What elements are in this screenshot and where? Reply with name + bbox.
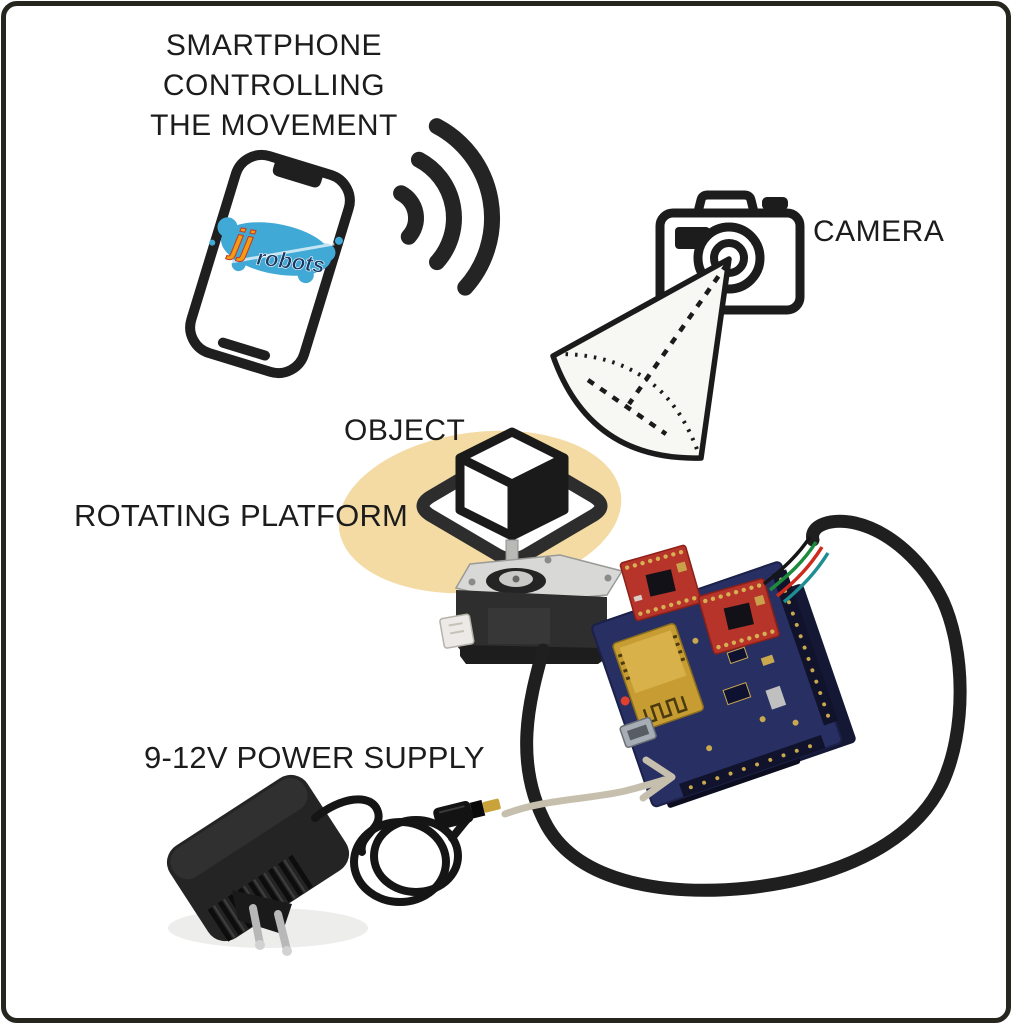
power-plug bbox=[232, 890, 292, 956]
power-arrow bbox=[501, 756, 676, 818]
stepper-driver-module-a bbox=[619, 544, 702, 622]
motor-base bbox=[460, 645, 604, 664]
driver-wires bbox=[762, 536, 830, 604]
stepper-motor-image bbox=[439, 554, 624, 664]
micro-usb-port bbox=[619, 716, 657, 748]
board-header-bottom bbox=[679, 735, 826, 798]
board-components bbox=[620, 637, 799, 752]
controller-board-image bbox=[591, 544, 856, 808]
phone-home-bar bbox=[217, 337, 271, 361]
phone-notch bbox=[272, 162, 323, 188]
rotating-platform-label: ROTATING PLATFORM bbox=[74, 498, 409, 533]
power-arrow-head bbox=[639, 756, 676, 802]
jjrobots-logo: jj robots bbox=[209, 217, 343, 284]
cone-base-dotted-arc bbox=[555, 351, 701, 456]
power-supply-label: 9-12V POWER SUPPLY bbox=[144, 740, 485, 775]
smartphone-label: SMARTPHONE CONTROLLING THE MOVEMENT bbox=[150, 29, 398, 142]
smartphone-icon: jj robots bbox=[185, 149, 355, 379]
power-cable-coil bbox=[311, 795, 476, 906]
motor-connector bbox=[439, 613, 475, 649]
esp8266-module bbox=[612, 622, 704, 731]
camera-view-cone bbox=[550, 256, 732, 461]
board-led bbox=[620, 696, 630, 706]
cone-cross-dashed bbox=[586, 378, 668, 436]
dc-barrel-jack bbox=[433, 798, 501, 830]
wifi-signal-icon bbox=[393, 118, 501, 296]
object-label: OBJECT bbox=[344, 414, 466, 447]
power-supply-image bbox=[166, 774, 501, 956]
camera-label: CAMERA bbox=[813, 215, 945, 248]
object-cube-icon bbox=[455, 427, 569, 541]
camera-knob bbox=[762, 197, 788, 210]
stepper-driver-module-b bbox=[697, 578, 780, 655]
motor-cable bbox=[520, 514, 967, 897]
